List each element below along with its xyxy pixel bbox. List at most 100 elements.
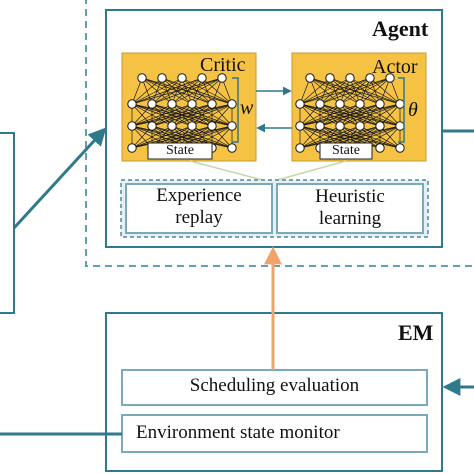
critic-network-edge: [211, 125, 233, 149]
actor-bracket: [398, 77, 405, 143]
actor-param-theta: θ: [408, 99, 418, 121]
actor-network-edge: [379, 125, 401, 149]
actor-network-edge: [379, 103, 401, 127]
actor-network-node: [355, 121, 365, 131]
experience-replay-line2: replay: [175, 207, 223, 228]
critic-state-label: State: [166, 143, 194, 158]
actor-network-node: [315, 99, 325, 109]
em-title: EM: [398, 320, 434, 345]
actor-network-edge: [319, 77, 391, 105]
critic-param-w: w: [240, 97, 254, 119]
actor-network-node: [315, 121, 325, 131]
actor-to-memory-line: [269, 160, 347, 183]
critic-network-edge: [131, 103, 213, 127]
actor-network-node: [295, 99, 305, 109]
critic-network-node: [147, 99, 157, 109]
actor-network-edge: [339, 77, 391, 105]
critic-network-node: [217, 73, 227, 83]
actor-network-edge: [299, 125, 341, 149]
actor-network-edge: [359, 77, 391, 105]
critic-network-edge: [131, 77, 223, 105]
critic-network-node: [197, 73, 207, 83]
actor-network-edge: [359, 103, 401, 127]
actor-network-edge: [299, 125, 381, 149]
actor-network-node: [375, 143, 385, 153]
critic-network-node: [127, 121, 137, 131]
critic-network-node: [207, 99, 217, 109]
actor-network-edge: [319, 103, 401, 127]
critic-network-edge: [191, 103, 233, 127]
heuristic-learning-label: Heuristic learning: [277, 186, 423, 230]
actor-network-node: [345, 73, 355, 83]
actor-network-edge: [299, 77, 371, 105]
critic-network-edge: [131, 77, 203, 105]
experience-replay-box: [125, 183, 273, 234]
actor-network-edge: [339, 103, 401, 127]
environment-state-monitor-box: [121, 414, 428, 453]
critic-network-node: [157, 73, 167, 83]
actor-network-node: [395, 99, 405, 109]
critic-network-edge: [131, 103, 173, 127]
actor-network-graph: [295, 73, 405, 153]
critic-network-edge: [131, 103, 233, 127]
critic-network-edge: [191, 77, 223, 105]
critic-network-node: [167, 99, 177, 109]
actor-network-node: [325, 73, 335, 83]
actor-network-node: [295, 121, 305, 131]
heuristic-learning-line1: Heuristic: [315, 186, 385, 207]
left-to-agent-arrow: [12, 127, 107, 230]
critic-network-edge: [131, 125, 193, 149]
scheduling-evaluation-label: Scheduling evaluation: [189, 375, 360, 396]
actor-network-node: [375, 121, 385, 131]
actor-state-box: [319, 142, 373, 160]
actor-network-node: [305, 73, 315, 83]
critic-network-edge: [131, 103, 153, 127]
actor-network-node: [335, 99, 345, 109]
actor-network-edge: [299, 125, 361, 149]
actor-network-edge: [299, 103, 401, 127]
actor-state-label: State: [332, 143, 360, 158]
critic-network-node: [167, 121, 177, 131]
critic-network-edge: [131, 103, 193, 127]
actor-network-node: [295, 143, 305, 153]
actor-network-node: [355, 99, 365, 109]
actor-network-edge: [299, 77, 351, 105]
critic-network-node: [127, 99, 137, 109]
critic-network-edge: [131, 125, 173, 149]
heuristic-learning-box: [276, 183, 424, 234]
critic-network-node: [177, 73, 187, 83]
critic-network-edge: [171, 77, 223, 105]
experience-replay-label: Experience replay: [126, 185, 272, 229]
agent-title: Agent: [372, 16, 429, 41]
critic-to-memory-line: [189, 160, 271, 183]
critic-network-node: [137, 73, 147, 83]
agent-dashed-region: [85, 0, 474, 267]
actor-label: Actor: [372, 56, 418, 78]
critic-network-node: [207, 121, 217, 131]
actor-network-node: [365, 73, 375, 83]
actor-network-edge: [299, 103, 341, 127]
critic-bracket: [232, 77, 239, 143]
actor-network-edge: [299, 125, 401, 149]
experience-replay-line1: Experience: [156, 185, 242, 206]
actor-network-edge: [299, 103, 361, 127]
actor-network-node: [395, 143, 405, 153]
critic-network-edge: [151, 103, 233, 127]
critic-network-node: [147, 121, 157, 131]
critic-network-edge: [171, 103, 233, 127]
actor-network-edge: [299, 77, 391, 105]
actor-network-node: [375, 99, 385, 109]
actor-network-node: [385, 73, 395, 83]
actor-network-edge: [299, 77, 331, 105]
left-partial-box: [0, 132, 15, 314]
critic-network-edge: [131, 77, 163, 105]
scheduling-evaluation-box: [121, 369, 428, 406]
actor-network-edge: [299, 125, 321, 149]
critic-network-node: [227, 121, 237, 131]
critic-state-box: [147, 142, 213, 160]
critic-label: Critic: [200, 54, 246, 76]
critic-network-node: [187, 99, 197, 109]
critic-network-edge: [211, 103, 233, 127]
